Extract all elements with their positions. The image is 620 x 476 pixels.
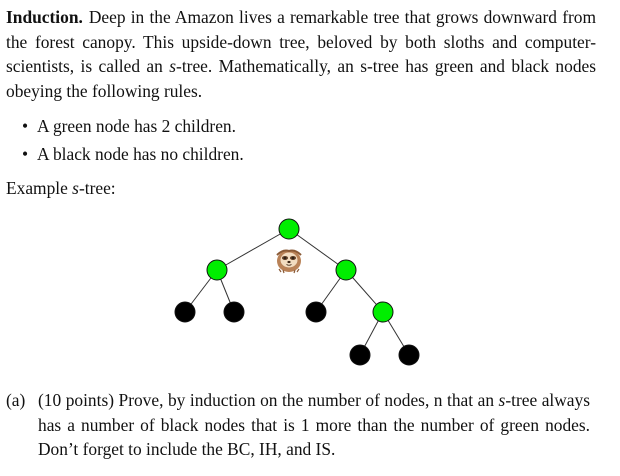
tree-edge-root-l (216, 228, 290, 271)
tree-edge-root-r (288, 228, 347, 271)
tree-edges (184, 228, 410, 356)
question-label: (a) (6, 390, 26, 410)
green-node-l (206, 259, 228, 281)
black-node-rrr (398, 344, 420, 366)
rule-text: A green node has 2 children. (37, 116, 236, 136)
question-a: (a) (10 points) Prove, by induction on t… (6, 388, 590, 462)
black-node-lr (223, 301, 245, 323)
green-node-r (335, 259, 357, 281)
green-node-root (278, 218, 300, 240)
question-term: s (498, 390, 506, 410)
black-node-ll (174, 301, 196, 323)
example-text: Example (6, 178, 73, 198)
intro-paragraph: Induction.Deep in the Amazon lives a rem… (6, 5, 596, 103)
black-node-rl (305, 301, 327, 323)
question-body: (10 points) Prove, by induction on the n… (38, 388, 590, 462)
intro-text-2: -tree. Mathematically, an s-tree has gre… (6, 56, 597, 101)
problem-statement: Induction.Deep in the Amazon lives a rem… (6, 5, 596, 200)
black-node-rrl (349, 344, 371, 366)
intro-text-1: Deep in the Amazon lives a remarkable tr… (6, 7, 596, 76)
green-node-rr (372, 301, 394, 323)
rules-list: • A green node has 2 children. • A black n… (6, 112, 596, 168)
tree-nodes (174, 218, 420, 366)
bullet-icon: • (22, 116, 29, 136)
question-text-1: (10 points) Prove, by induction on the n… (38, 390, 499, 410)
example-label: Example s-tree: (6, 176, 596, 200)
section-lead: Induction. (6, 7, 83, 27)
bullet-icon: • (22, 144, 29, 164)
question-text-2: -tree always has a number of black nodes… (38, 390, 590, 459)
s-tree-diagram (174, 218, 420, 366)
intro-term: s (169, 56, 177, 76)
rule-item: • A black node has no children. (6, 140, 596, 168)
rule-item: • A green node has 2 children. (6, 112, 596, 140)
example-term: s (72, 178, 79, 198)
sloth-icon (276, 249, 302, 274)
example-rest: -tree: (78, 178, 116, 198)
rule-text: A black node has no children. (37, 144, 244, 164)
